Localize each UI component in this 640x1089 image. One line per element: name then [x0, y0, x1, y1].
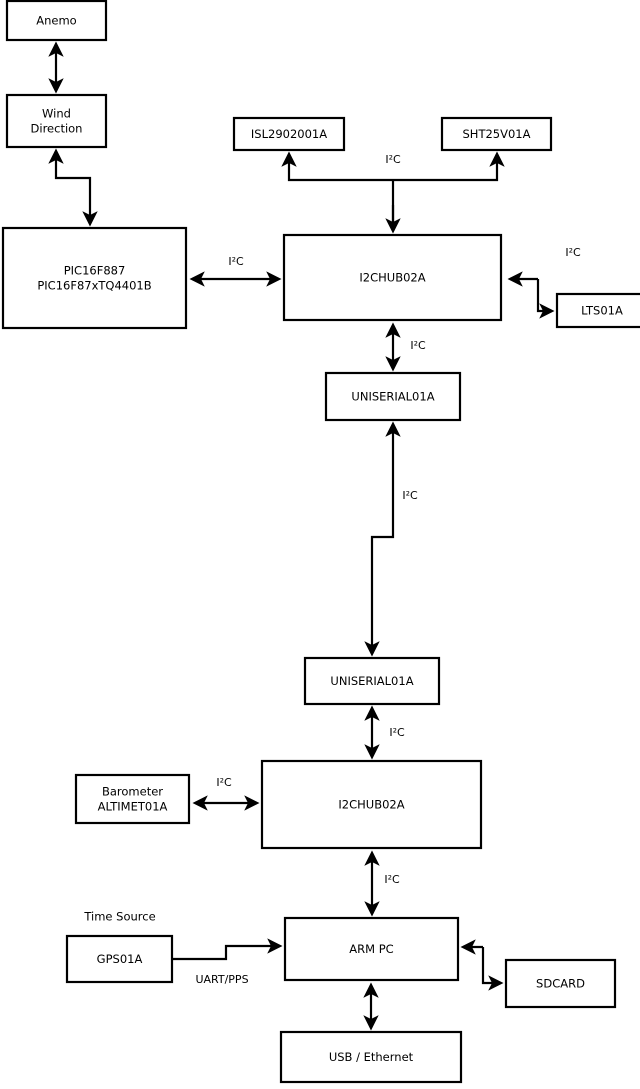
node-hub_top[interactable]: I2CHUB02A	[282, 233, 503, 322]
node-label-isl: ISL2902001A	[251, 127, 327, 141]
node-uniserial_2[interactable]: UNISERIAL01A	[303, 656, 441, 706]
node-sht[interactable]: SHT25V01A	[440, 116, 553, 152]
connector-layer	[48, 41, 555, 1031]
lbl-isl-sht-bus: I²C	[385, 153, 401, 166]
node-box-sht	[440, 116, 553, 152]
connector-gps-armpc	[172, 938, 283, 961]
node-box-lts	[555, 292, 640, 329]
node-armpc[interactable]: ARM PC	[283, 916, 460, 982]
node-box-gps	[65, 934, 174, 984]
node-box-pic	[1, 226, 188, 330]
node-box-sdcard	[504, 958, 617, 1009]
lbl-pic-hub: I²C	[228, 255, 244, 268]
node-box-armpc	[283, 916, 460, 982]
node-box-uniserial_2	[303, 656, 441, 706]
node-hub_bottom[interactable]: I2CHUB02A	[260, 759, 483, 850]
node-anemo[interactable]: Anemo	[5, 0, 108, 42]
node-box-isl	[232, 116, 346, 152]
node-box-anemo	[5, 0, 108, 42]
connector-hubtop-to-lts	[536, 279, 555, 319]
node-box-uniserial_1	[324, 371, 462, 422]
node-label-usbeth: USB / Ethernet	[329, 1050, 414, 1064]
lbl-hub-lts: I²C	[565, 246, 581, 259]
free-label-layer: Time Source	[83, 910, 155, 924]
node-label-lts: LTS01A	[581, 303, 623, 317]
node-sdcard[interactable]: SDCARD	[504, 958, 617, 1009]
node-label-hub_bottom: I2CHUB02A	[338, 797, 404, 811]
connector-hubtop-bus-branch-isl	[281, 151, 393, 182]
node-box-barometer	[74, 773, 191, 825]
node-box-hub_top	[282, 233, 503, 322]
node-label-sht: SHT25V01A	[463, 127, 531, 141]
lbl-hub-uniserial: I²C	[410, 339, 426, 352]
node-isl[interactable]: ISL2902001A	[232, 116, 346, 152]
lbl-time-source: Time Source	[83, 910, 155, 924]
lbl-long-link: I²C	[402, 489, 418, 502]
node-label-armpc: ARM PC	[349, 942, 393, 956]
node-box-usbeth	[279, 1030, 463, 1084]
connector-armpc-to-sdcard	[481, 947, 504, 991]
node-label-uniserial_1: UNISERIAL01A	[351, 389, 434, 403]
node-usbeth[interactable]: USB / Ethernet	[279, 1030, 463, 1084]
lbl-baro-hub2: I²C	[216, 776, 232, 789]
connector-uniserial1-uniserial2	[364, 421, 401, 657]
lbl-hub2-armpc: I²C	[384, 873, 400, 886]
node-lts[interactable]: LTS01A	[555, 292, 640, 329]
node-label-sdcard: SDCARD	[536, 976, 585, 990]
node-label-uniserial_2: UNISERIAL01A	[330, 674, 413, 688]
node-gps[interactable]: GPS01A	[65, 934, 174, 984]
edge-label-layer: I²C I²C I²C I²C I²C I²C I²C I²C UART/PPS	[195, 153, 581, 986]
lbl-uni2-hub2: I²C	[389, 726, 405, 739]
node-box-hub_bottom	[260, 759, 483, 850]
connector-hubtop-bus-branch-sht	[393, 151, 505, 182]
node-label-gps: GPS01A	[97, 952, 143, 966]
connector-pic-wind	[48, 148, 98, 227]
node-label-anemo: Anemo	[36, 13, 76, 27]
node-label-hub_top: I2CHUB02A	[359, 270, 425, 284]
lbl-gps-armpc: UART/PPS	[195, 973, 248, 986]
node-box-wind	[5, 93, 108, 149]
node-uniserial_1[interactable]: UNISERIAL01A	[324, 371, 462, 422]
